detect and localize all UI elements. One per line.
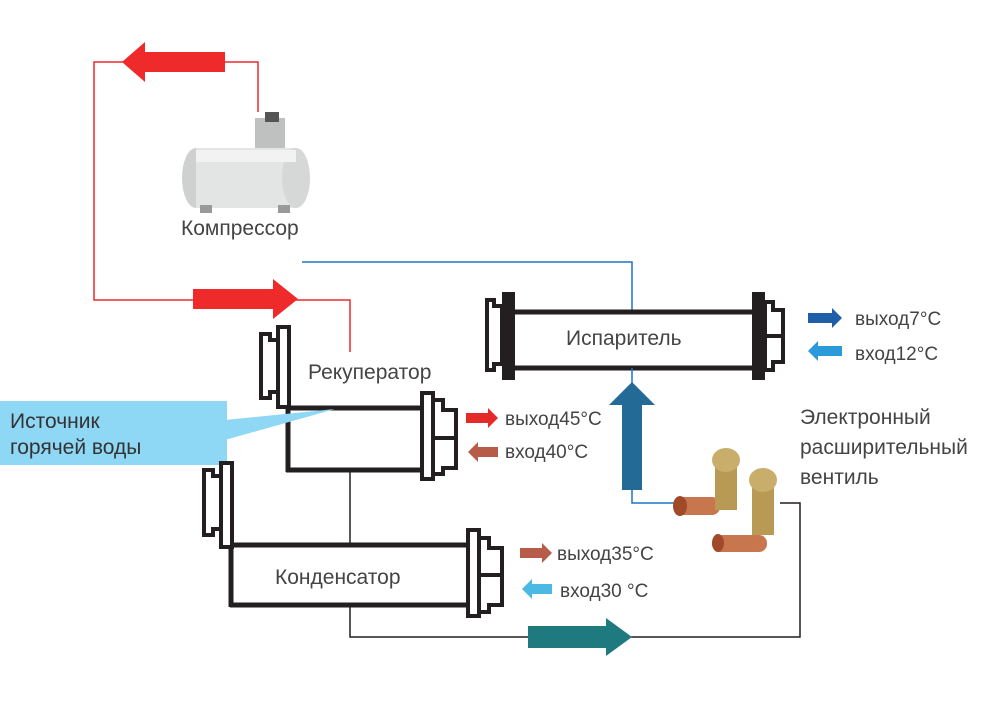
evaporator-out-arrow — [808, 308, 842, 328]
condenser — [202, 461, 504, 618]
valve-inlet-line — [631, 488, 680, 504]
recuperator-out-temp: выход45°C — [505, 409, 602, 430]
suction-line — [302, 261, 633, 310]
valve-label-line1: Электронный — [800, 406, 931, 429]
hot-water-source-line1: Источник — [10, 410, 100, 433]
recuperator-in-temp: вход40°C — [505, 442, 588, 463]
hot-water-source-line2: горячей воды — [10, 436, 141, 459]
condenser-outlet-line — [349, 502, 801, 638]
condenser-out-arrow — [520, 543, 552, 563]
discharge-line — [93, 61, 351, 352]
recuperator — [259, 325, 458, 481]
condenser-in-temp: вход30 °C — [560, 581, 648, 602]
condenser-in-arrow — [522, 579, 552, 599]
valve-label-line2: расширительный — [800, 436, 968, 459]
red-arrow-top-left — [122, 42, 225, 82]
recuperator-label: Рекуператор — [308, 361, 431, 384]
recuperator-out-arrow — [466, 408, 498, 428]
expansion-valve-image — [673, 448, 777, 552]
compressor-image — [182, 112, 310, 213]
red-arrow-mid-right — [193, 279, 298, 319]
evaporator-in-arrow — [808, 341, 842, 361]
blue-arrow-up — [609, 382, 655, 490]
callout-pointer — [225, 409, 335, 440]
condenser-label: Конденсатор — [275, 566, 401, 589]
evaporator-in-temp: вход12°C — [855, 344, 938, 365]
evaporator-label: Испаритель — [566, 327, 682, 350]
evaporator — [485, 292, 785, 380]
compressor-label: Компрессор — [181, 217, 299, 240]
valve-label-line3: вентиль — [800, 466, 879, 489]
evaporator-out-temp: выход7°C — [855, 309, 941, 330]
hot-water-source-callout — [0, 401, 227, 465]
teal-arrow-right — [528, 618, 632, 656]
condenser-out-temp: выход35°C — [557, 544, 654, 565]
recuperator-in-arrow — [468, 442, 498, 462]
